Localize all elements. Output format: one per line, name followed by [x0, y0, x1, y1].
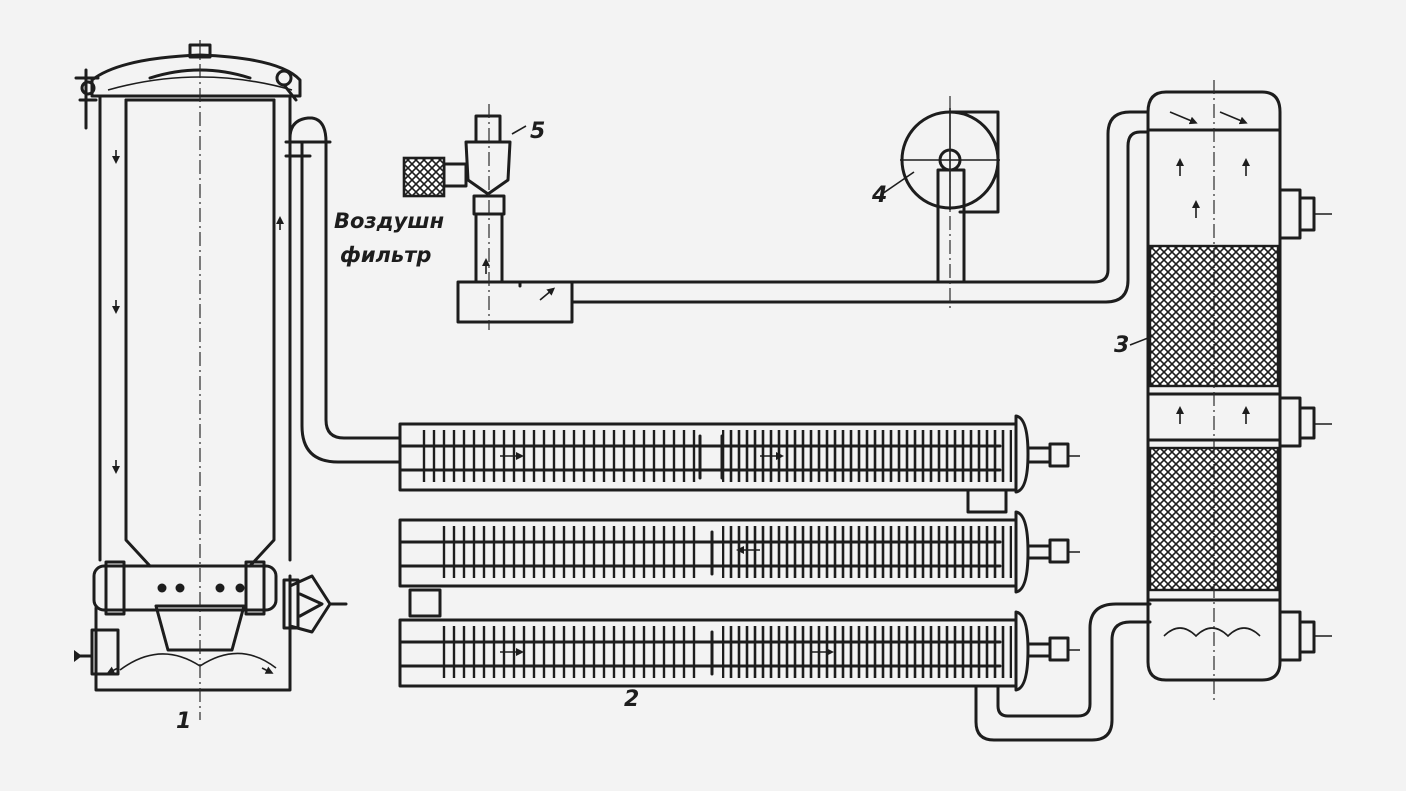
label-3: 3 [1114, 333, 1129, 358]
label-5: 5 [530, 119, 545, 144]
label-2: 2 [624, 687, 639, 712]
valve-5 [402, 104, 574, 330]
cooler-2 [398, 414, 1080, 692]
air-filter-label-line1: Воздушн [334, 209, 444, 233]
air-filter-label-line2: фильтр [340, 243, 431, 267]
vessel-1 [74, 40, 348, 720]
pipe-cooler-to-filter [974, 602, 1152, 742]
labels: Воздушн фильтр 1 2 3 4 5 [176, 119, 1129, 734]
label-1: 1 [176, 709, 191, 734]
pipe-vessel-to-cooler [284, 116, 402, 464]
blower-4 [900, 96, 1000, 310]
label-4: 4 [871, 183, 887, 208]
filter-3 [1129, 80, 1332, 700]
pipe-filter-to-valve [518, 110, 1150, 304]
